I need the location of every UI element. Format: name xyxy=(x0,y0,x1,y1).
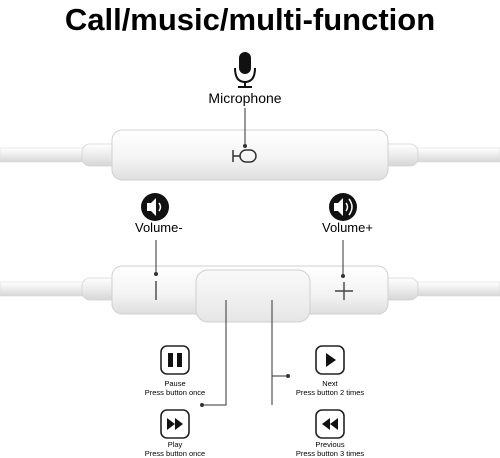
top-remote-body xyxy=(111,129,389,181)
top-remote xyxy=(0,108,500,181)
microphone-icon xyxy=(234,52,256,88)
volume-up-mark xyxy=(335,282,353,300)
center-button-pad[interactable] xyxy=(195,269,311,323)
pause-icon xyxy=(160,345,190,375)
previous-desc: Press button 3 times xyxy=(296,449,365,458)
fast-forward-icon xyxy=(160,409,190,439)
play-desc: Press button once xyxy=(145,449,205,458)
mic-hole-icon xyxy=(232,149,257,163)
pause-desc: Press button once xyxy=(145,388,205,397)
page-title: Call/music/multi-function xyxy=(65,2,435,37)
pause-label: Pause xyxy=(164,379,185,388)
next-desc: Press button 2 times xyxy=(296,388,365,397)
microphone-label: Microphone xyxy=(208,90,281,106)
previous-label: Previous xyxy=(315,440,344,449)
pointer-dots xyxy=(154,144,345,407)
speaker-high-icon xyxy=(329,193,357,221)
play-label: Play xyxy=(168,440,183,449)
next-label: Next xyxy=(322,379,338,388)
bottom-remote xyxy=(0,265,500,323)
volume-down-label: Volume- xyxy=(135,220,183,235)
volume-up-label: Volume+ xyxy=(322,220,373,235)
play-icon xyxy=(315,345,345,375)
pointer-lines xyxy=(155,240,344,406)
rewind-icon xyxy=(315,409,345,439)
speaker-low-icon xyxy=(141,193,169,221)
